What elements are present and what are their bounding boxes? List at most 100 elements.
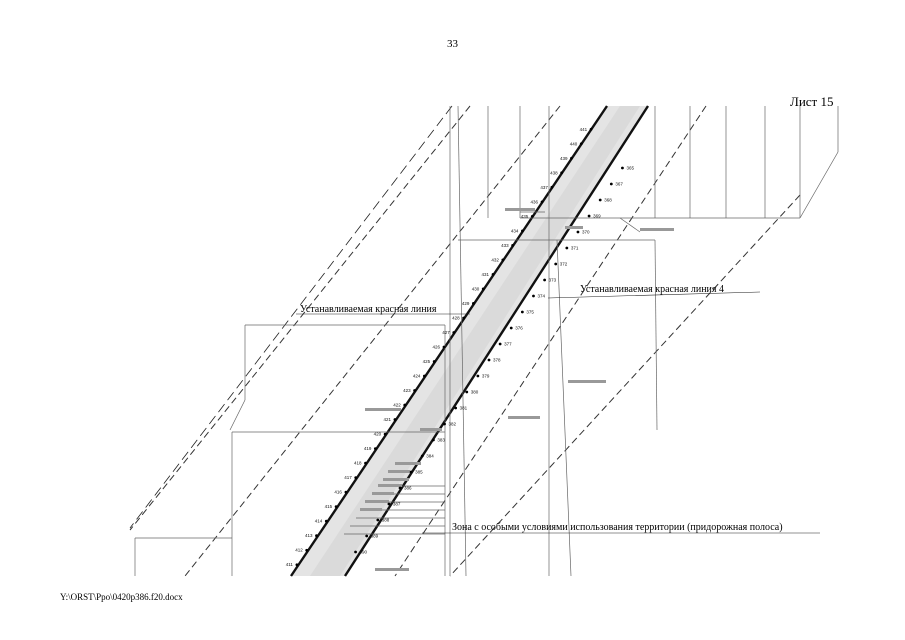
point-right-number: 377: [504, 342, 512, 347]
point-right-marker: [532, 294, 535, 298]
point-right-marker: [621, 166, 624, 170]
point-right-number: 389: [371, 534, 379, 539]
point-right-marker: [520, 310, 524, 314]
point-left-number: 414: [315, 519, 323, 524]
point-left-marker: [560, 171, 564, 175]
point-left-marker: [364, 461, 367, 465]
point-left-marker: [413, 389, 416, 392]
point-left-number: 435: [521, 214, 529, 219]
point-left-marker: [501, 258, 505, 262]
point-left-number: 434: [511, 228, 519, 233]
point-right-marker: [554, 262, 558, 266]
point-left-marker: [511, 243, 515, 247]
point-right-number: 387: [393, 502, 401, 507]
point-left-marker: [295, 563, 299, 567]
point-left-marker: [521, 229, 524, 233]
point-right-number: 383: [437, 438, 445, 443]
outer-diagonal: [129, 105, 453, 529]
point-left-number: 411: [286, 562, 294, 567]
point-left-marker: [393, 418, 397, 421]
point-left-number: 437: [540, 185, 548, 190]
point-right-number: 386: [404, 486, 412, 491]
point-right-number: 380: [471, 390, 479, 395]
sheet-label: Лист 15: [790, 94, 834, 109]
point-left-marker: [540, 200, 544, 204]
point-left-number: 419: [364, 446, 372, 451]
point-left-number: 422: [393, 403, 401, 408]
point-left-marker: [462, 316, 466, 320]
label-red-line-right: Устанавливаемая красная линия 4: [580, 284, 724, 295]
point-right-number: 381: [460, 406, 468, 411]
point-left-number: 430: [472, 286, 480, 291]
footer-path: Y:\ORST\Ppo\0420p386.f20.docx: [60, 592, 183, 602]
point-right-number: 370: [582, 230, 590, 235]
point-left-number: 425: [423, 359, 431, 364]
point-left-number: 412: [295, 548, 303, 553]
zone-boundary-outer-left: [129, 105, 471, 531]
point-right-number: 378: [493, 358, 501, 363]
point-right-marker: [465, 390, 469, 394]
point-left-marker: [305, 548, 309, 552]
point-right-number: 374: [537, 294, 545, 299]
point-right-marker: [576, 230, 580, 234]
point-left-marker: [344, 490, 348, 494]
point-right-number: 382: [449, 422, 457, 427]
point-right-number: 379: [482, 374, 490, 379]
point-left-marker: [354, 476, 358, 480]
point-right-number: 367: [615, 182, 623, 187]
parcel-tags: [360, 208, 674, 571]
point-right-marker: [498, 342, 502, 346]
point-right-marker: [565, 246, 569, 250]
point-left-marker: [472, 302, 475, 305]
zone-boundary-outer-right: [449, 194, 801, 577]
point-right-marker: [420, 454, 424, 458]
point-left-marker: [442, 345, 446, 349]
point-right-marker: [609, 182, 613, 186]
point-left-number: 433: [501, 243, 509, 248]
point-right-marker: [354, 550, 357, 554]
point-left-marker: [432, 360, 436, 363]
point-right-marker: [587, 214, 591, 218]
point-left-number: 424: [413, 374, 421, 379]
point-left-number: 436: [531, 199, 539, 204]
zone-boundary-right: [394, 105, 707, 577]
point-right-number: 372: [560, 262, 568, 267]
point-right-marker: [432, 438, 435, 442]
point-left-number: 439: [560, 156, 568, 161]
point-left-number: 440: [570, 141, 578, 146]
point-right-number: 388: [382, 518, 390, 523]
point-left-number: 438: [550, 170, 558, 175]
label-roadside-zone: Зона с особыми условиями использования т…: [452, 522, 783, 533]
point-right-number: 376: [515, 326, 523, 331]
point-right-number: 384: [426, 454, 434, 459]
point-right-number: 365: [626, 166, 634, 171]
point-left-marker: [491, 273, 495, 276]
point-right-number: 390: [360, 550, 368, 555]
red-line-right: [343, 105, 650, 577]
point-right-marker: [398, 486, 402, 490]
leader-red-line-right: [547, 291, 761, 299]
point-left-number: 426: [432, 345, 440, 350]
point-right-marker: [476, 374, 480, 378]
point-right-number: 373: [549, 278, 557, 283]
point-left-marker: [570, 156, 573, 160]
point-left-number: 415: [325, 504, 333, 509]
point-left-marker: [324, 519, 328, 523]
point-left-number: 431: [482, 272, 490, 277]
point-right-number: 368: [604, 198, 612, 203]
point-left-number: 418: [354, 461, 362, 466]
point-left-number: 416: [334, 490, 342, 495]
point-right-number: 371: [571, 246, 579, 251]
point-left-marker: [383, 432, 387, 436]
point-left-marker: [315, 534, 318, 538]
label-red-line-left: Устанавливаемая красная линия: [300, 304, 437, 315]
road-surface-inner: [310, 106, 640, 576]
point-left-number: 427: [442, 330, 450, 335]
point-right-marker: [509, 326, 513, 330]
point-right-marker: [387, 502, 391, 506]
point-left-marker: [481, 287, 485, 291]
point-left-marker: [550, 185, 554, 189]
point-left-number: 441: [580, 127, 588, 132]
point-left-number: 420: [374, 432, 382, 437]
